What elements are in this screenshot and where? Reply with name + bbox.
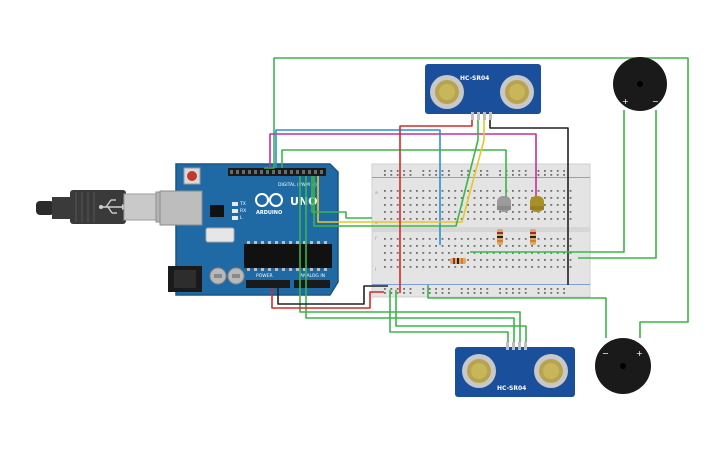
l-label: L <box>240 215 243 221</box>
resistor-1 <box>497 229 503 245</box>
buzzer-bottom: − + <box>595 338 651 394</box>
wire-black-gnd <box>277 285 388 305</box>
sensor-bottom-label: HC-SR04 <box>497 385 526 392</box>
led-left <box>497 196 511 212</box>
wires <box>264 57 689 345</box>
row-e-label: e <box>375 221 378 226</box>
sensor-top-label: HC-SR04 <box>460 75 489 82</box>
wire-magenta <box>269 133 537 206</box>
wire-green-buzzer-minus <box>578 110 657 259</box>
power-label: POWER <box>256 273 273 279</box>
ultrasonic-sensor-top: HC-SR04 <box>425 64 541 120</box>
rx-label: RX <box>240 208 246 214</box>
arduino-infinity-icon <box>255 193 283 207</box>
wire-green-bottom-1 <box>305 176 515 345</box>
row-f-label: f <box>375 236 377 242</box>
buzzer-bottom-plus: + <box>636 349 643 358</box>
wire-green-digital <box>281 149 507 206</box>
brand-label: ARDUINO <box>256 210 282 216</box>
wire-green-trig <box>313 118 479 227</box>
led-right <box>530 196 544 212</box>
arduino-uno-board: TX RX L ARDUINO UNO DIGITAL (PWM ~) <box>159 163 339 296</box>
wire-green-bottom-2 <box>299 176 521 345</box>
wire-red-power <box>271 288 384 309</box>
wire-black-top-gnd <box>489 118 569 285</box>
tx-label: TX <box>239 201 246 207</box>
buzzer-bottom-minus: − <box>602 349 609 358</box>
buzzer-top-plus: + <box>622 97 629 106</box>
wire-green-bottom-3 <box>389 290 509 345</box>
usb-icon <box>99 199 127 214</box>
wire-green-buzzer-plus <box>470 110 625 253</box>
reset-button[interactable] <box>187 171 197 181</box>
breadboard: a e f j <box>371 163 591 298</box>
wire-green-bottom-buzzer <box>427 285 607 338</box>
resistor-3 <box>450 258 466 264</box>
wire-yellow <box>317 118 485 223</box>
wire-green-bottom-4 <box>395 290 527 345</box>
analog-label: ANALOG IN <box>300 273 325 279</box>
row-j-label: j <box>374 266 376 272</box>
resistor-2 <box>530 229 536 245</box>
wire-green-top-loop <box>264 57 689 338</box>
buzzer-top-minus: − <box>652 97 659 106</box>
buzzer-top: + − <box>613 57 667 111</box>
wire-blue <box>275 129 441 245</box>
ultrasonic-sensor-bottom: HC-SR04 <box>455 342 575 397</box>
digital-label: DIGITAL (PWM ~) <box>278 182 317 188</box>
row-a-label: a <box>375 191 378 196</box>
wire-red-top-vcc <box>399 118 473 293</box>
wire-green-mid <box>311 176 372 219</box>
model-label: UNO <box>290 195 318 208</box>
